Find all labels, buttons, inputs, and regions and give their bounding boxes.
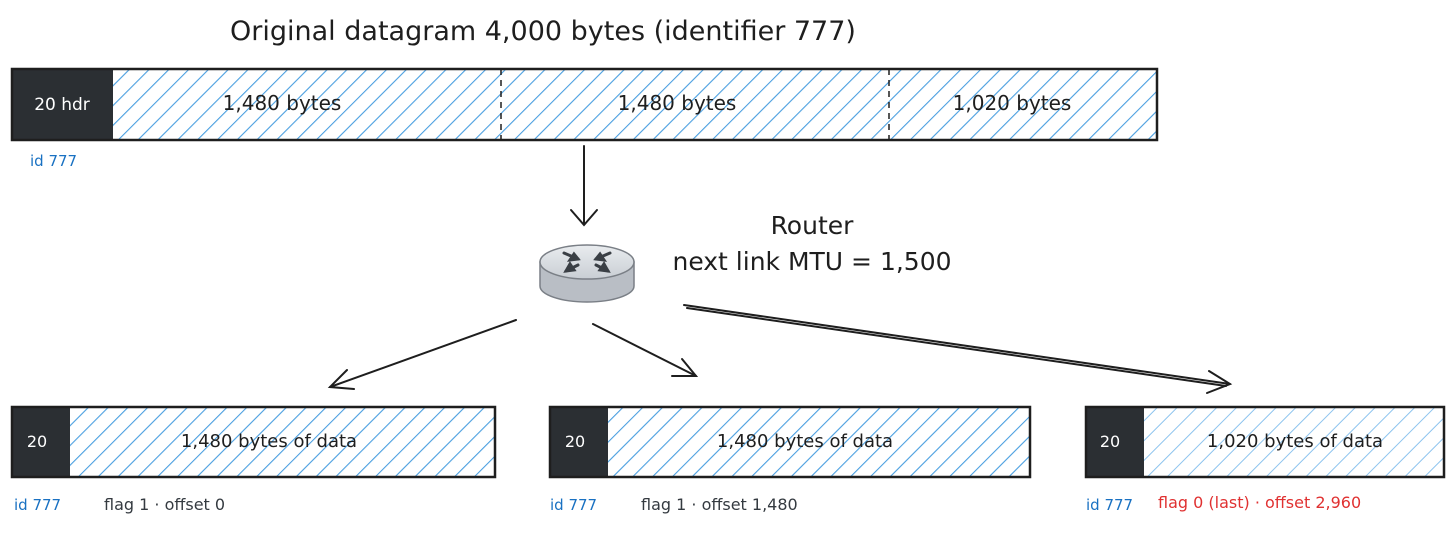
fragment-data-area <box>1144 407 1444 477</box>
fragment-header-label: 20 <box>565 432 585 451</box>
fragment-meta-label: flag 0 (last) · offset 2,960 <box>1158 493 1361 512</box>
fragment-data-area <box>70 407 495 477</box>
arrow-to-fragment-3 <box>683 304 1233 394</box>
original-datagram-border <box>10 67 1159 142</box>
fragment-header-block <box>550 407 608 477</box>
router-mtu-label: next link MTU = 1,500 <box>672 247 951 276</box>
fragment-data-area <box>608 407 1030 477</box>
segment-label: 1,020 bytes <box>953 91 1072 115</box>
fragment-header-label: 20 <box>27 432 47 451</box>
fragment-meta-label: flag 1 · offset 0 <box>104 495 225 514</box>
diagram-title: Original datagram 4,000 bytes (identifie… <box>230 16 856 47</box>
original-header-label: 20 hdr <box>34 95 90 115</box>
fragment-border <box>548 405 1032 479</box>
fragment-id-label: id 777 <box>14 496 61 514</box>
segment-label: 1,480 bytes <box>223 91 342 115</box>
original-header-block <box>12 69 113 140</box>
original-datagram: 20 hdr 1,480 bytes 1,480 bytes 1,020 byt… <box>10 67 1159 170</box>
fragment-meta-label: flag 1 · offset 1,480 <box>641 495 798 514</box>
fragment-1: 20 1,480 bytes of data id 777 flag 1 · o… <box>10 405 497 514</box>
arrow-to-fragment-2 <box>592 323 699 377</box>
fragment-id-label: id 777 <box>550 496 597 514</box>
segment-label: 1,480 bytes <box>618 91 737 115</box>
router-label: Router <box>771 211 855 240</box>
fragment-2: 20 1,480 bytes of data id 777 flag 1 · o… <box>548 405 1032 514</box>
fragment-header-block <box>1086 407 1144 477</box>
fragment-data-label: 1,020 bytes of data <box>1207 431 1383 452</box>
fragment-id-label: id 777 <box>1086 496 1133 514</box>
fragment-data-label: 1,480 bytes of data <box>717 431 893 452</box>
fragment-3: 20 1,020 bytes of data id 777 flag 0 (la… <box>1084 405 1446 514</box>
fragment-header-label: 20 <box>1100 432 1120 451</box>
fragment-border <box>10 405 497 479</box>
router-icon <box>539 244 635 303</box>
fragment-data-label: 1,480 bytes of data <box>181 431 357 452</box>
original-id-label: id 777 <box>30 152 77 170</box>
fragment-border <box>1084 405 1446 479</box>
arrow-to-fragment-1 <box>327 319 517 390</box>
fragment-header-block <box>12 407 70 477</box>
down-arrow-icon <box>570 145 598 227</box>
original-data-area <box>113 69 1157 140</box>
